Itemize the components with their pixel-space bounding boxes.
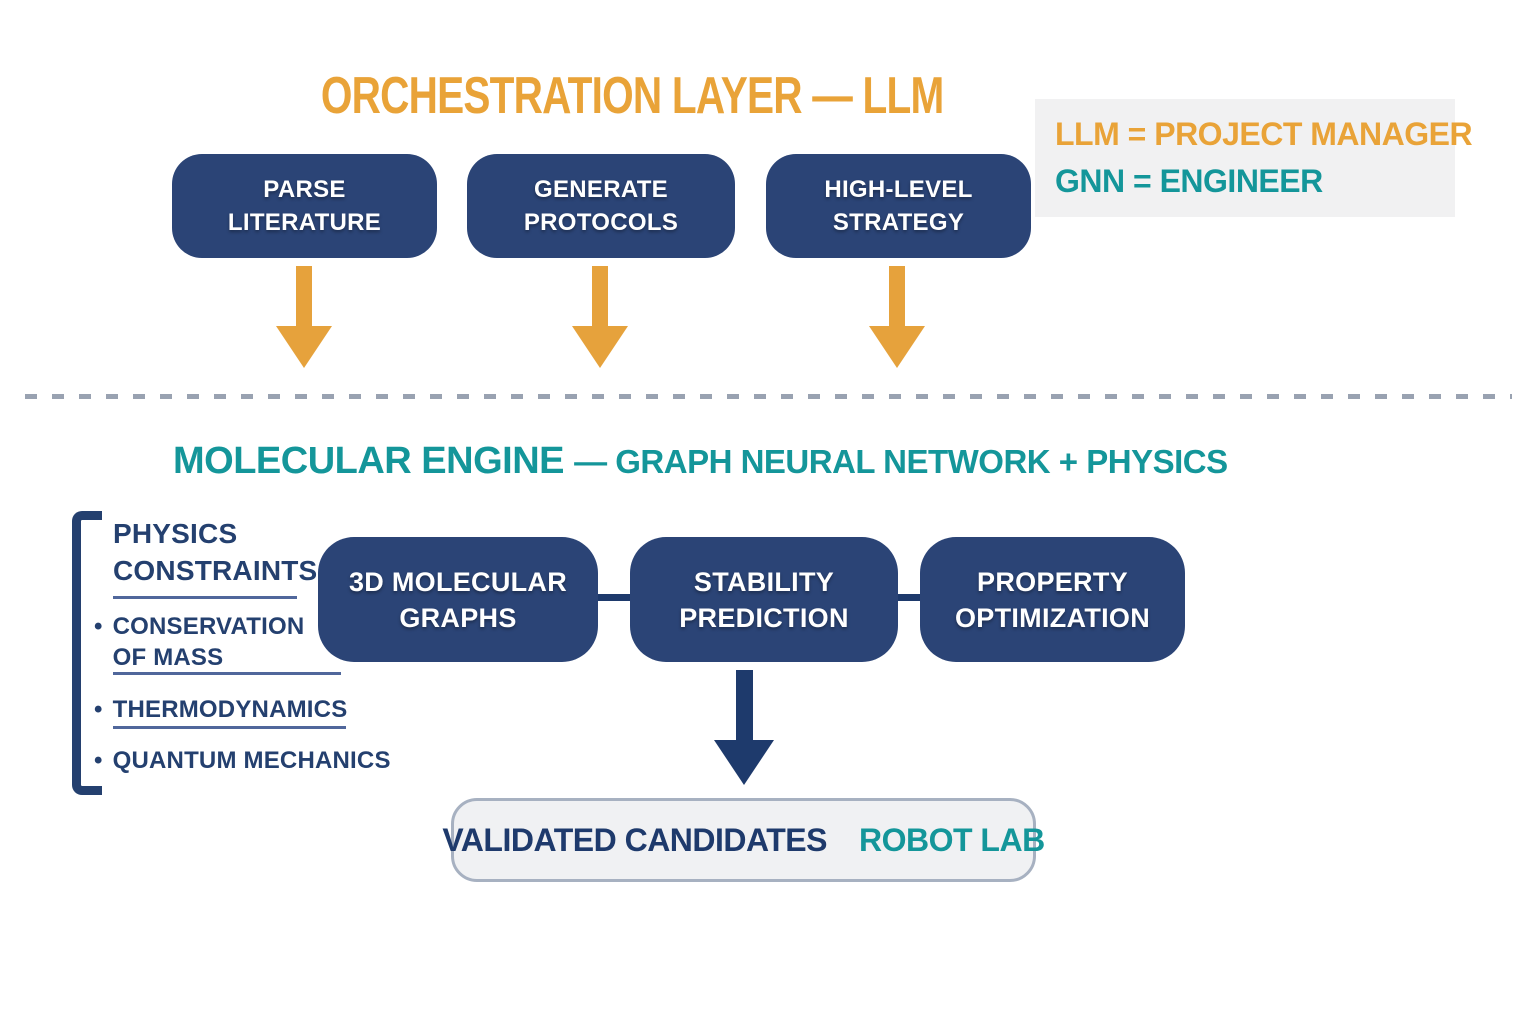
node-generate-protocols: GENERATE PROTOCOLS <box>467 154 735 258</box>
node-label-line: PARSE <box>263 176 346 203</box>
constraint-item-thermodynamics: • THERMODYNAMICS <box>94 694 347 725</box>
molecular-title: MOLECULAR ENGINE — GRAPH NEURAL NETWORK … <box>173 440 1228 483</box>
dashed-divider <box>25 394 1512 399</box>
underline <box>113 726 346 729</box>
node-label-line: PREDICTION <box>679 602 849 633</box>
arrow-head <box>869 326 925 368</box>
constraint-text: QUANTUM MECHANICS <box>112 747 391 774</box>
down-arrow-icon <box>869 266 925 368</box>
constraint-line: OF MASS <box>112 644 224 671</box>
node-3d-molecular-graphs: 3D MOLECULAR GRAPHS <box>318 537 598 662</box>
molecular-title-rest: — GRAPH NEURAL NETWORK + PHYSICS <box>574 443 1228 480</box>
arrow-shaft <box>592 266 608 326</box>
node-label-line: OPTIMIZATION <box>954 602 1151 633</box>
orchestration-title: ORCHESTRATION LAYER — LLM <box>0 66 1264 126</box>
arrow-shaft <box>296 266 312 326</box>
node-label-line: STABILITY <box>693 566 835 597</box>
legend-box: LLM = PROJECT MANAGER GNN = ENGINEER <box>1035 99 1473 217</box>
node-parse-literature: PARSE LITERATURE <box>172 154 437 258</box>
node-label-line: PROTOCOLS <box>523 209 679 236</box>
node-label-line: GRAPHS <box>399 602 517 633</box>
underline <box>113 596 297 599</box>
arrow-head <box>276 326 332 368</box>
constraint-text: CONSERVATION OF MASS <box>113 611 305 673</box>
constraints-heading-line: CONSTRAINTS <box>113 555 318 586</box>
robot-lab-label: ROBOT LAB <box>858 821 1045 858</box>
down-arrow-icon <box>276 266 332 368</box>
connector-line <box>898 594 920 601</box>
node-label-line: STRATEGY <box>832 209 965 236</box>
output-pill: VALIDATED CANDIDATES ROBOT LAB <box>442 798 1045 882</box>
left-bracket-icon <box>72 511 102 795</box>
bullet-icon: • <box>94 747 103 774</box>
node-stability-prediction: STABILITY PREDICTION <box>630 537 898 662</box>
bullet-icon: • <box>94 696 103 723</box>
node-property-optimization: PROPERTY OPTIMIZATION <box>920 537 1185 662</box>
constraints-heading-line: PHYSICS <box>113 518 238 549</box>
arrow-head <box>572 326 628 368</box>
arrow-shaft <box>735 670 753 740</box>
node-label-line: PROPERTY <box>977 566 1128 597</box>
arrow-head <box>714 740 774 785</box>
node-high-level-strategy: HIGH-LEVEL STRATEGY <box>766 154 1031 258</box>
legend-gnn: GNN = ENGINEER <box>1055 163 1323 199</box>
underline <box>113 672 341 675</box>
node-label-line: 3D MOLECULAR <box>348 566 568 597</box>
constraints-heading: PHYSICS CONSTRAINTS <box>113 515 317 589</box>
legend-llm: LLM = PROJECT MANAGER <box>1055 116 1473 152</box>
down-arrow-icon <box>714 670 774 785</box>
constraint-text: THERMODYNAMICS <box>112 696 348 723</box>
constraint-item-conservation: • CONSERVATION OF MASS <box>94 611 304 673</box>
connector-line <box>598 594 630 601</box>
arrow-shaft <box>889 266 905 326</box>
down-arrow-icon <box>572 266 628 368</box>
node-label-line: LITERATURE <box>227 209 382 236</box>
orchestration-title-text: ORCHESTRATION LAYER — LLM <box>320 67 944 125</box>
molecular-title-main: MOLECULAR ENGINE <box>173 440 575 482</box>
validated-candidates-label: VALIDATED CANDIDATES <box>442 821 827 858</box>
node-label-line: HIGH-LEVEL <box>824 176 973 203</box>
node-label-line: GENERATE <box>534 176 668 203</box>
constraint-item-quantum-mechanics: • QUANTUM MECHANICS <box>94 745 391 776</box>
constraint-line: CONSERVATION <box>112 613 305 640</box>
bullet-icon: • <box>94 613 103 640</box>
